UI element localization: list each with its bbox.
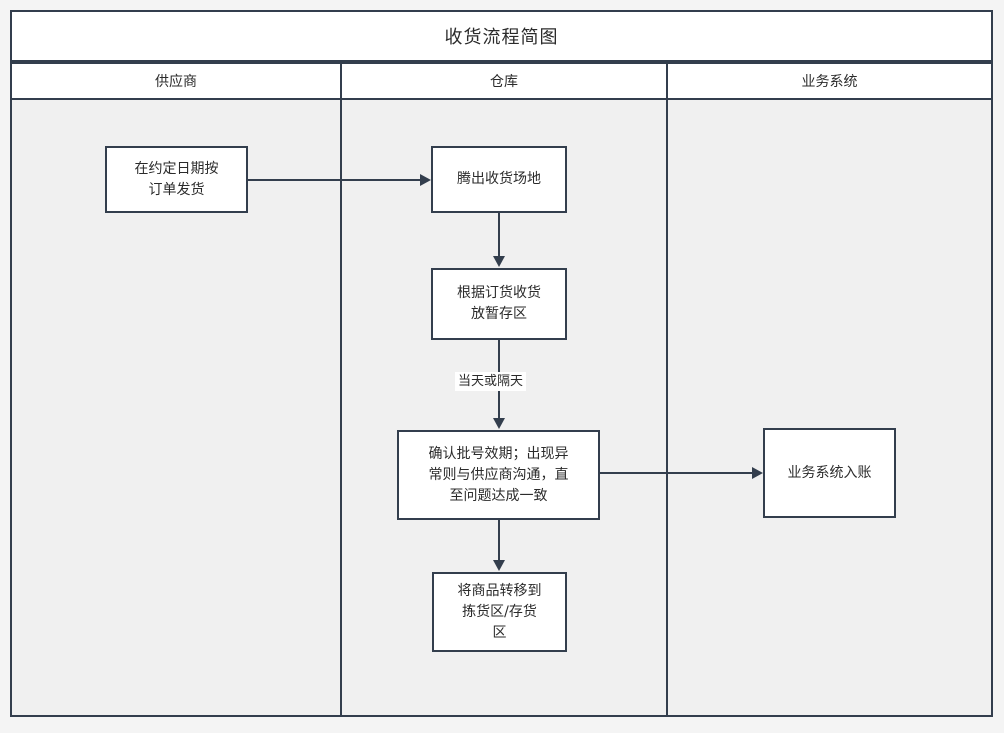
- lane-header-supplier: 供应商: [12, 64, 342, 98]
- edge-n3-n4-arrowhead: [493, 418, 505, 429]
- edge-n4-n6-line: [600, 472, 752, 474]
- edge-label-same-or-next-day: 当天或隔天: [455, 372, 527, 391]
- diagram-title-row: 收货流程简图: [10, 10, 993, 62]
- node-clear-receiving-area[interactable]: 腾出收货场地: [431, 146, 567, 213]
- edge-n2-n3-arrowhead: [493, 256, 505, 267]
- page-title: 收货流程简图: [444, 27, 559, 48]
- node-verify-batch-expiry[interactable]: 确认批号效期；出现异 常则与供应商沟通，直 至问题达成一致: [397, 430, 600, 520]
- node-move-to-picking-storage[interactable]: 将商品转移到 拣货区/存货 区: [432, 572, 567, 652]
- lane-divider-1: [340, 100, 342, 717]
- edge-n4-n5-line: [498, 520, 500, 561]
- edge-n2-n3-line: [498, 213, 500, 257]
- lane-divider-2: [666, 100, 668, 717]
- lane-header-row: 供应商 仓库 业务系统: [10, 62, 993, 100]
- edge-n1-n2-line: [248, 179, 420, 181]
- node-ship-per-order[interactable]: 在约定日期按 订单发货: [105, 146, 248, 213]
- node-business-system-posting[interactable]: 业务系统入账: [763, 428, 896, 518]
- edge-n4-n5-arrowhead: [493, 560, 505, 571]
- lane-header-business-system: 业务系统: [801, 74, 858, 90]
- edge-n1-n2-arrowhead: [420, 174, 431, 186]
- edge-n4-n6-arrowhead: [752, 467, 763, 479]
- node-receive-to-staging[interactable]: 根据订货收货 放暂存区: [431, 268, 567, 340]
- lane-header-warehouse: 仓库: [342, 64, 668, 98]
